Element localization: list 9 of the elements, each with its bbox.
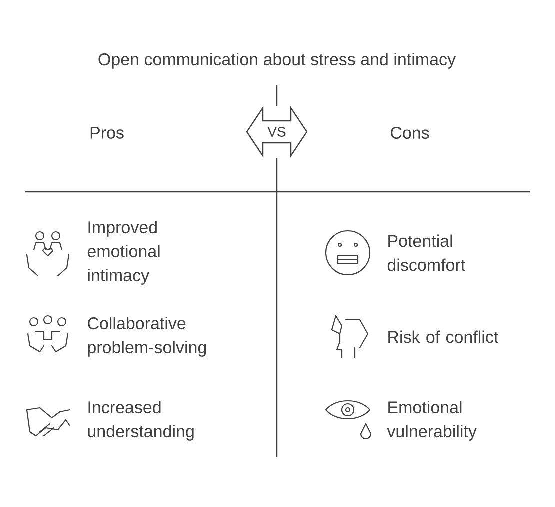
column-heading: Cons	[391, 126, 430, 140]
column-heading: Pros	[90, 127, 124, 139]
con-item: Emotional vulnerability	[387, 401, 477, 441]
pro-item: Improved emotional intimacy	[88, 221, 160, 285]
con-item: Potential discomfort	[388, 234, 466, 272]
con-item: Risk of conflict	[388, 330, 499, 344]
title: Open communication about stress and intimacy	[98, 53, 456, 69]
pro-item: Collaborative problem-solving	[88, 317, 206, 357]
pro-item: Increased understanding	[88, 401, 194, 441]
